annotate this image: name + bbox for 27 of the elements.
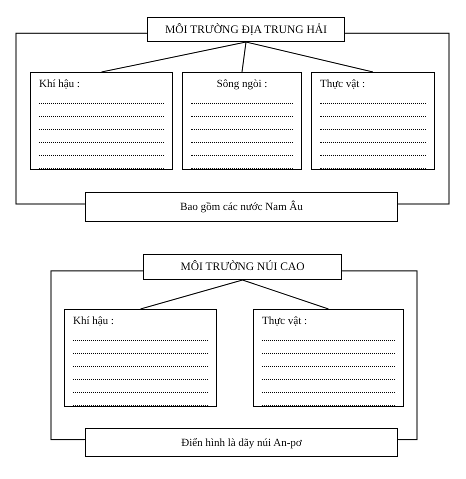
title-box	[147, 17, 345, 42]
box-text: Khí hậu :	[39, 77, 81, 91]
connector-line	[16, 32, 148, 204]
box-text: Khí hậu :	[73, 314, 115, 328]
box-text: Thực vật :	[262, 314, 308, 328]
box-text: Điển hình là dãy núi An-pơ	[181, 436, 302, 450]
connector-line	[344, 32, 450, 204]
note-box	[85, 192, 398, 222]
note-box	[85, 428, 398, 457]
box-text: Bao gồm các nước Nam Âu	[180, 200, 303, 214]
topic-box	[30, 72, 173, 170]
connector-line	[342, 270, 418, 440]
box-text: Sông ngòi :	[216, 77, 268, 91]
topic-box	[253, 309, 404, 407]
topic-box	[182, 72, 302, 170]
connector-line	[246, 42, 374, 72]
title-box	[143, 254, 342, 280]
connector-line	[50, 270, 144, 440]
topic-box	[311, 72, 435, 170]
topic-box	[64, 309, 217, 407]
connector-line	[140, 280, 243, 310]
box-text: MÔI TRƯỜNG NÚI CAO	[180, 260, 305, 274]
connector-line	[242, 280, 329, 310]
connector-line	[101, 42, 246, 72]
connector-line	[242, 42, 246, 72]
box-text: Thực vật :	[320, 77, 366, 91]
box-text: MÔI TRƯỜNG ĐỊA TRUNG HẢI	[165, 22, 327, 36]
